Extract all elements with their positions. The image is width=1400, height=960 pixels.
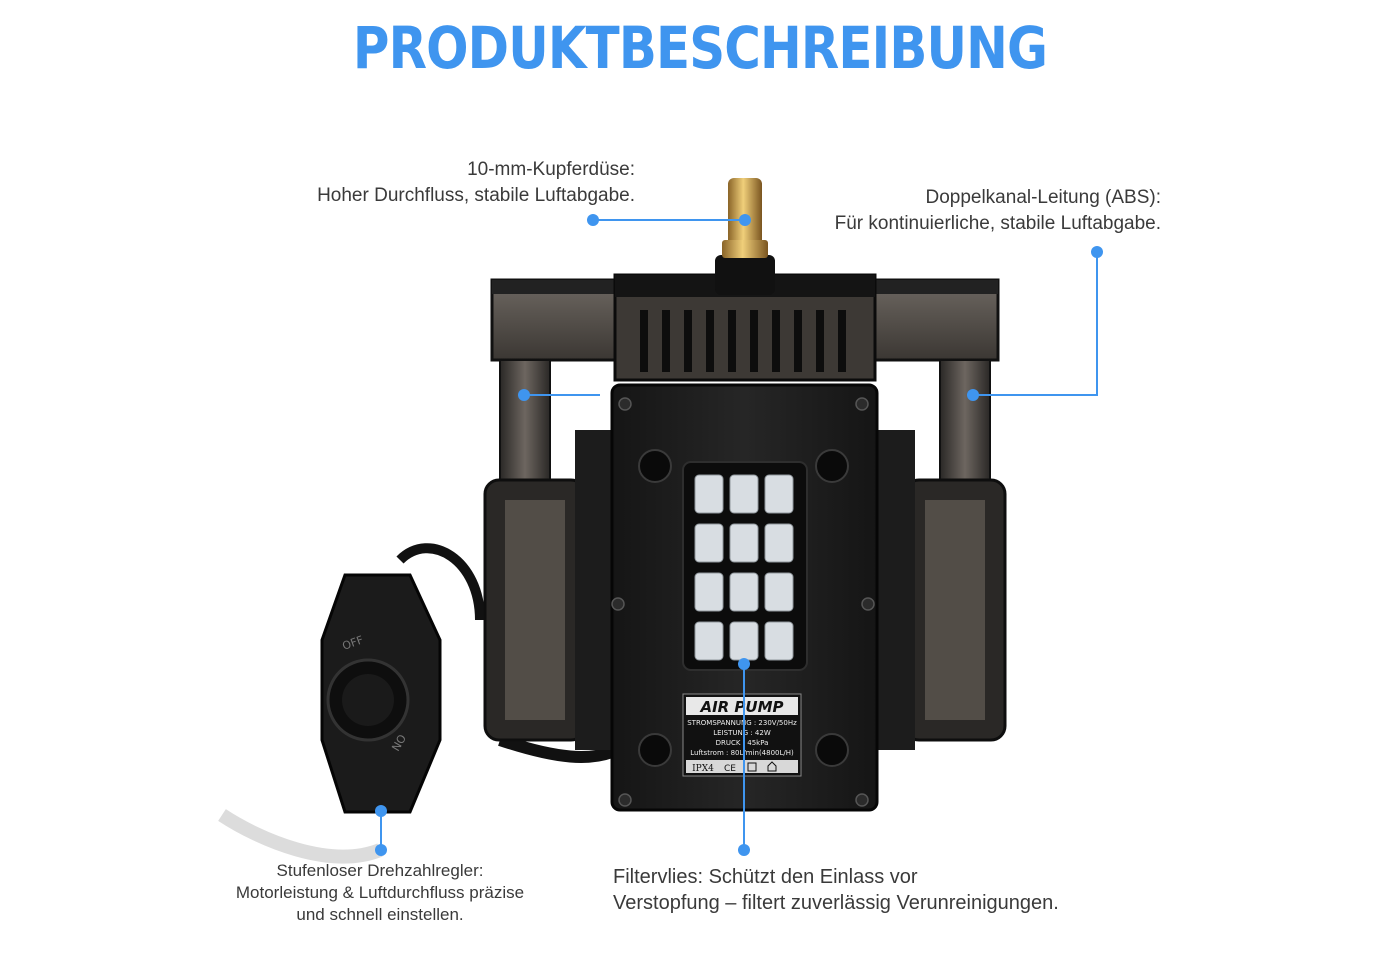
filter-callout-text-1: Filtervlies: Schützt den Einlass vor — [613, 866, 918, 888]
filter-dot-end — [738, 844, 750, 856]
nozzle-callout-title: 10-mm-Kupferdüse: — [467, 159, 635, 180]
nozzle-callout: 10-mm-Kupferdüse: Hoher Durchfluss, stab… — [317, 157, 635, 209]
label-spec-voltage: STROMSPANNUNG : 230V/50Hz — [687, 719, 797, 727]
channel-callout: Doppelkanal-Leitung (ABS): Für kontinuie… — [835, 185, 1161, 237]
label-home-icon — [767, 761, 777, 772]
knob-dot-end — [375, 844, 387, 856]
channel-dot — [1091, 246, 1103, 258]
label-box-icon — [747, 762, 757, 772]
channel-callout-text: Für kontinuierliche, stabile Luftabgabe. — [834, 213, 1161, 234]
knob-callout: Stufenloser Drehzahlregler: Motorleistun… — [220, 860, 540, 926]
nozzle-dot — [587, 214, 599, 226]
channel-leader — [973, 252, 1098, 396]
tube-dot — [518, 389, 530, 401]
channel-dot-end — [967, 389, 979, 401]
cable — [498, 734, 615, 763]
knob-callout-text-2: und schnell einstellen. — [296, 905, 464, 924]
knob-callout-text-1: Motorleistung & Luftdurchfluss präzise — [235, 883, 525, 902]
label-spec-airflow: Luftstrom : 80L/min(4800L/H) — [690, 749, 794, 757]
cable-clear — [218, 809, 383, 864]
channel-callout-title: Doppelkanal-Leitung (ABS): — [925, 187, 1161, 208]
cable — [396, 543, 485, 621]
knob-callout-title: Stufenloser Drehzahlregler: — [276, 861, 484, 880]
label-spec-pressure: DRUCK : 45kPa — [716, 739, 769, 747]
left-tube — [499, 359, 551, 491]
right-tube — [939, 359, 991, 491]
knob-dot — [375, 805, 387, 817]
filter-callout-text-2: Verstopfung – filtert zuverlässig Verunr… — [613, 892, 1059, 914]
filter-dot — [738, 658, 750, 670]
label-spec-power: LEISTUNG : 42W — [713, 729, 771, 737]
label-product-name: AIR PUMP — [699, 698, 783, 716]
page-title: PRODUKTBESCHREIBUNG — [352, 14, 1048, 82]
filter-callout: Filtervlies: Schützt den Einlass vor Ver… — [613, 864, 1059, 916]
label-ip-rating: IPX4 — [692, 764, 714, 774]
label-ce-mark: CE — [724, 764, 736, 774]
nozzle-dot-end — [739, 214, 751, 226]
nozzle-base — [715, 255, 775, 295]
nozzle-callout-text: Hoher Durchfluss, stabile Luftabgabe. — [317, 185, 635, 206]
